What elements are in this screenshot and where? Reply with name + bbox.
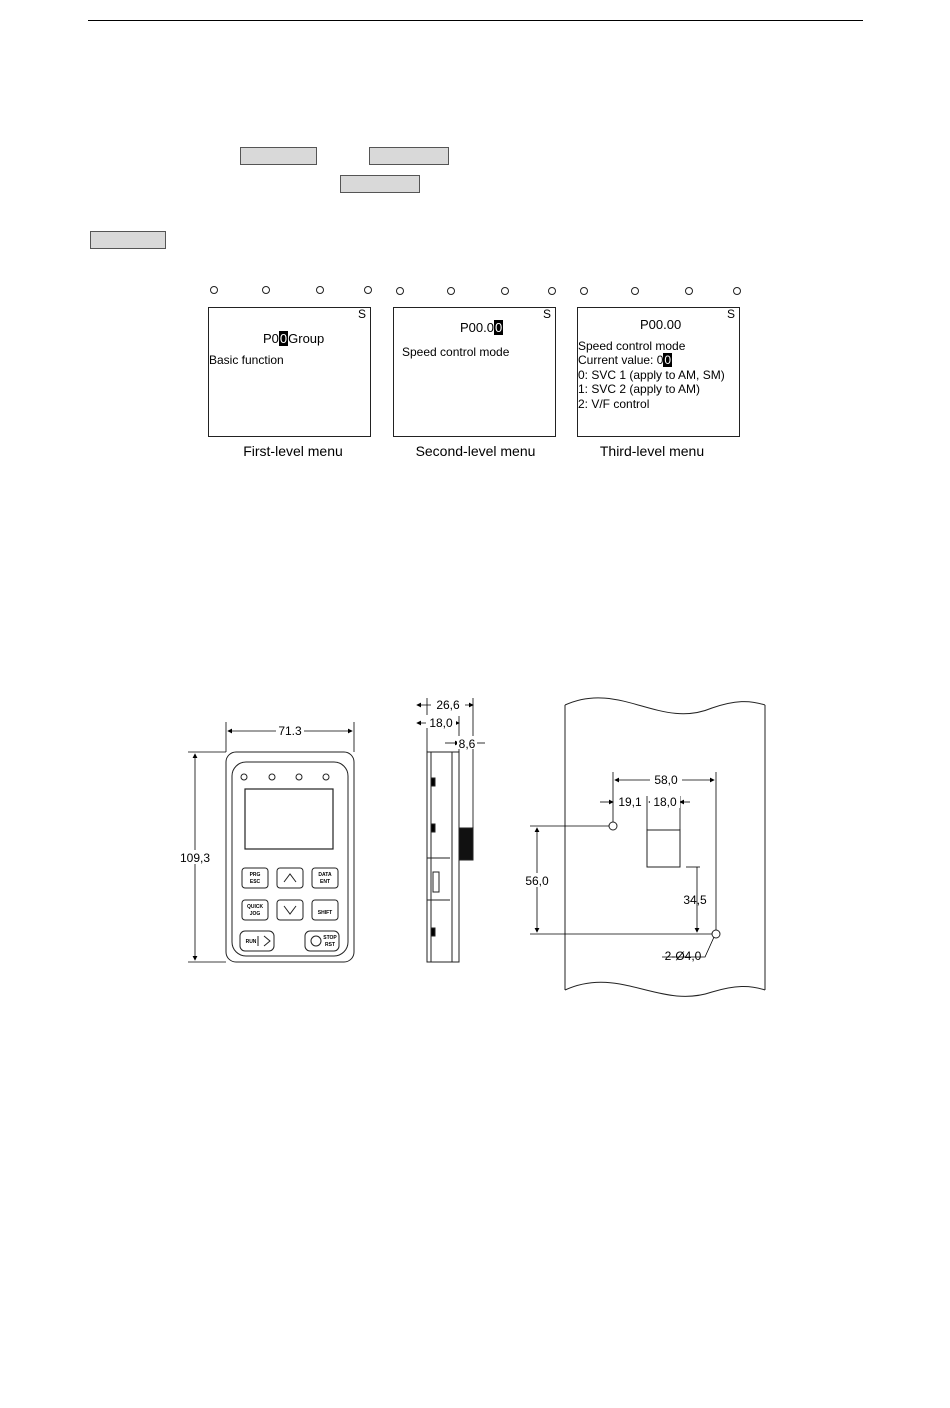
cursor-highlight: 0: [493, 320, 504, 335]
cutout-span-dimension: 58,0: [654, 773, 678, 787]
led-indicator: [447, 287, 455, 295]
screen-title: P00.00: [460, 320, 504, 335]
screen-title: P00Group: [263, 331, 324, 346]
data-key: DATA: [318, 872, 332, 878]
screen-line: 2: V/F control: [578, 397, 650, 411]
cutout-dimension-lines: [530, 772, 717, 958]
led-indicator: [262, 286, 270, 294]
led-indicator: [580, 287, 588, 295]
key-label-box-2: [369, 147, 449, 165]
led-indicator: [548, 287, 556, 295]
led-indicator: [396, 287, 404, 295]
front-dimension-lines: [188, 722, 355, 963]
led-indicator: [685, 287, 693, 295]
screen-s-indicator: S: [726, 307, 735, 321]
prg-key: PRG: [250, 872, 261, 878]
esc-key: ESC: [250, 879, 261, 885]
stop-key: STOP: [323, 935, 337, 941]
screen-line: 0: SVC 1 (apply to AM, SM): [578, 368, 725, 382]
third-level-screen: S P00.00 Speed control mode Current valu…: [577, 307, 740, 437]
screen-line: Speed control mode: [402, 345, 510, 359]
led-indicator: [501, 287, 509, 295]
side-knob-dimension: 8,6: [459, 737, 476, 751]
cutout-offset-dimension: 34,5: [683, 893, 707, 907]
screen-line: 1: SVC 2 (apply to AM): [578, 382, 701, 396]
title-prefix: P0: [263, 331, 279, 346]
title-prefix: P00.0: [460, 320, 494, 335]
header-rule: [88, 20, 863, 21]
run-key: RUN: [246, 939, 257, 945]
front-width-dimension: 71.3: [278, 724, 302, 738]
front-height-dimension: 109,3: [180, 851, 210, 865]
quick-key: QUICK: [247, 904, 264, 910]
led-indicator: [631, 287, 639, 295]
screen-title: P00.00: [640, 317, 682, 332]
led-indicator: [364, 286, 372, 294]
ent-key: ENT: [320, 879, 330, 885]
key-label-box-1: [240, 147, 317, 165]
key-label-box-3: [340, 175, 420, 193]
keypad-key-labels: PRG ESC DATA ENT QUICK JOG SHIFT RUN STO…: [246, 872, 338, 948]
mounting-hole-spec: 2-Ø4,0: [665, 949, 702, 963]
cursor-highlight: 0: [663, 353, 673, 367]
panel-cutout-view: [564, 697, 766, 997]
led-indicator: [733, 287, 741, 295]
screen-line: Basic function: [209, 353, 284, 367]
led-indicator: [316, 286, 324, 294]
screen-line-current-value: Current value: 00: [578, 353, 673, 367]
side-total-dimension: 26,6: [436, 698, 460, 712]
led-indicator: [210, 286, 218, 294]
keypad-side-view: [426, 751, 474, 963]
vertical-span-dimension: 56,0: [525, 874, 549, 888]
cutout-width-dimension: 18,0: [653, 795, 677, 809]
second-level-screen: S P00.00 Speed control mode: [393, 307, 556, 437]
third-level-caption: Third-level menu: [599, 443, 705, 459]
hole-offset-dimension: 19,1: [618, 795, 642, 809]
current-value-text: Current value: 0: [578, 353, 664, 367]
side-body-dimension: 18,0: [429, 716, 453, 730]
screen-s-indicator: S: [357, 307, 366, 321]
screen-line: Speed control mode: [578, 339, 686, 353]
rst-key: RST: [325, 942, 335, 948]
key-label-box-4: [90, 231, 166, 249]
jog-key: JOG: [250, 911, 261, 917]
first-level-screen: S P00Group Basic function: [208, 307, 371, 437]
keypad-front-view: [225, 751, 355, 963]
second-level-caption: Second-level menu: [415, 443, 536, 459]
shift-key: SHIFT: [318, 910, 332, 916]
title-suffix: Group: [288, 331, 325, 346]
cursor-highlight: 0: [278, 331, 289, 346]
screen-s-indicator: S: [542, 307, 551, 321]
first-level-caption: First-level menu: [243, 443, 343, 459]
